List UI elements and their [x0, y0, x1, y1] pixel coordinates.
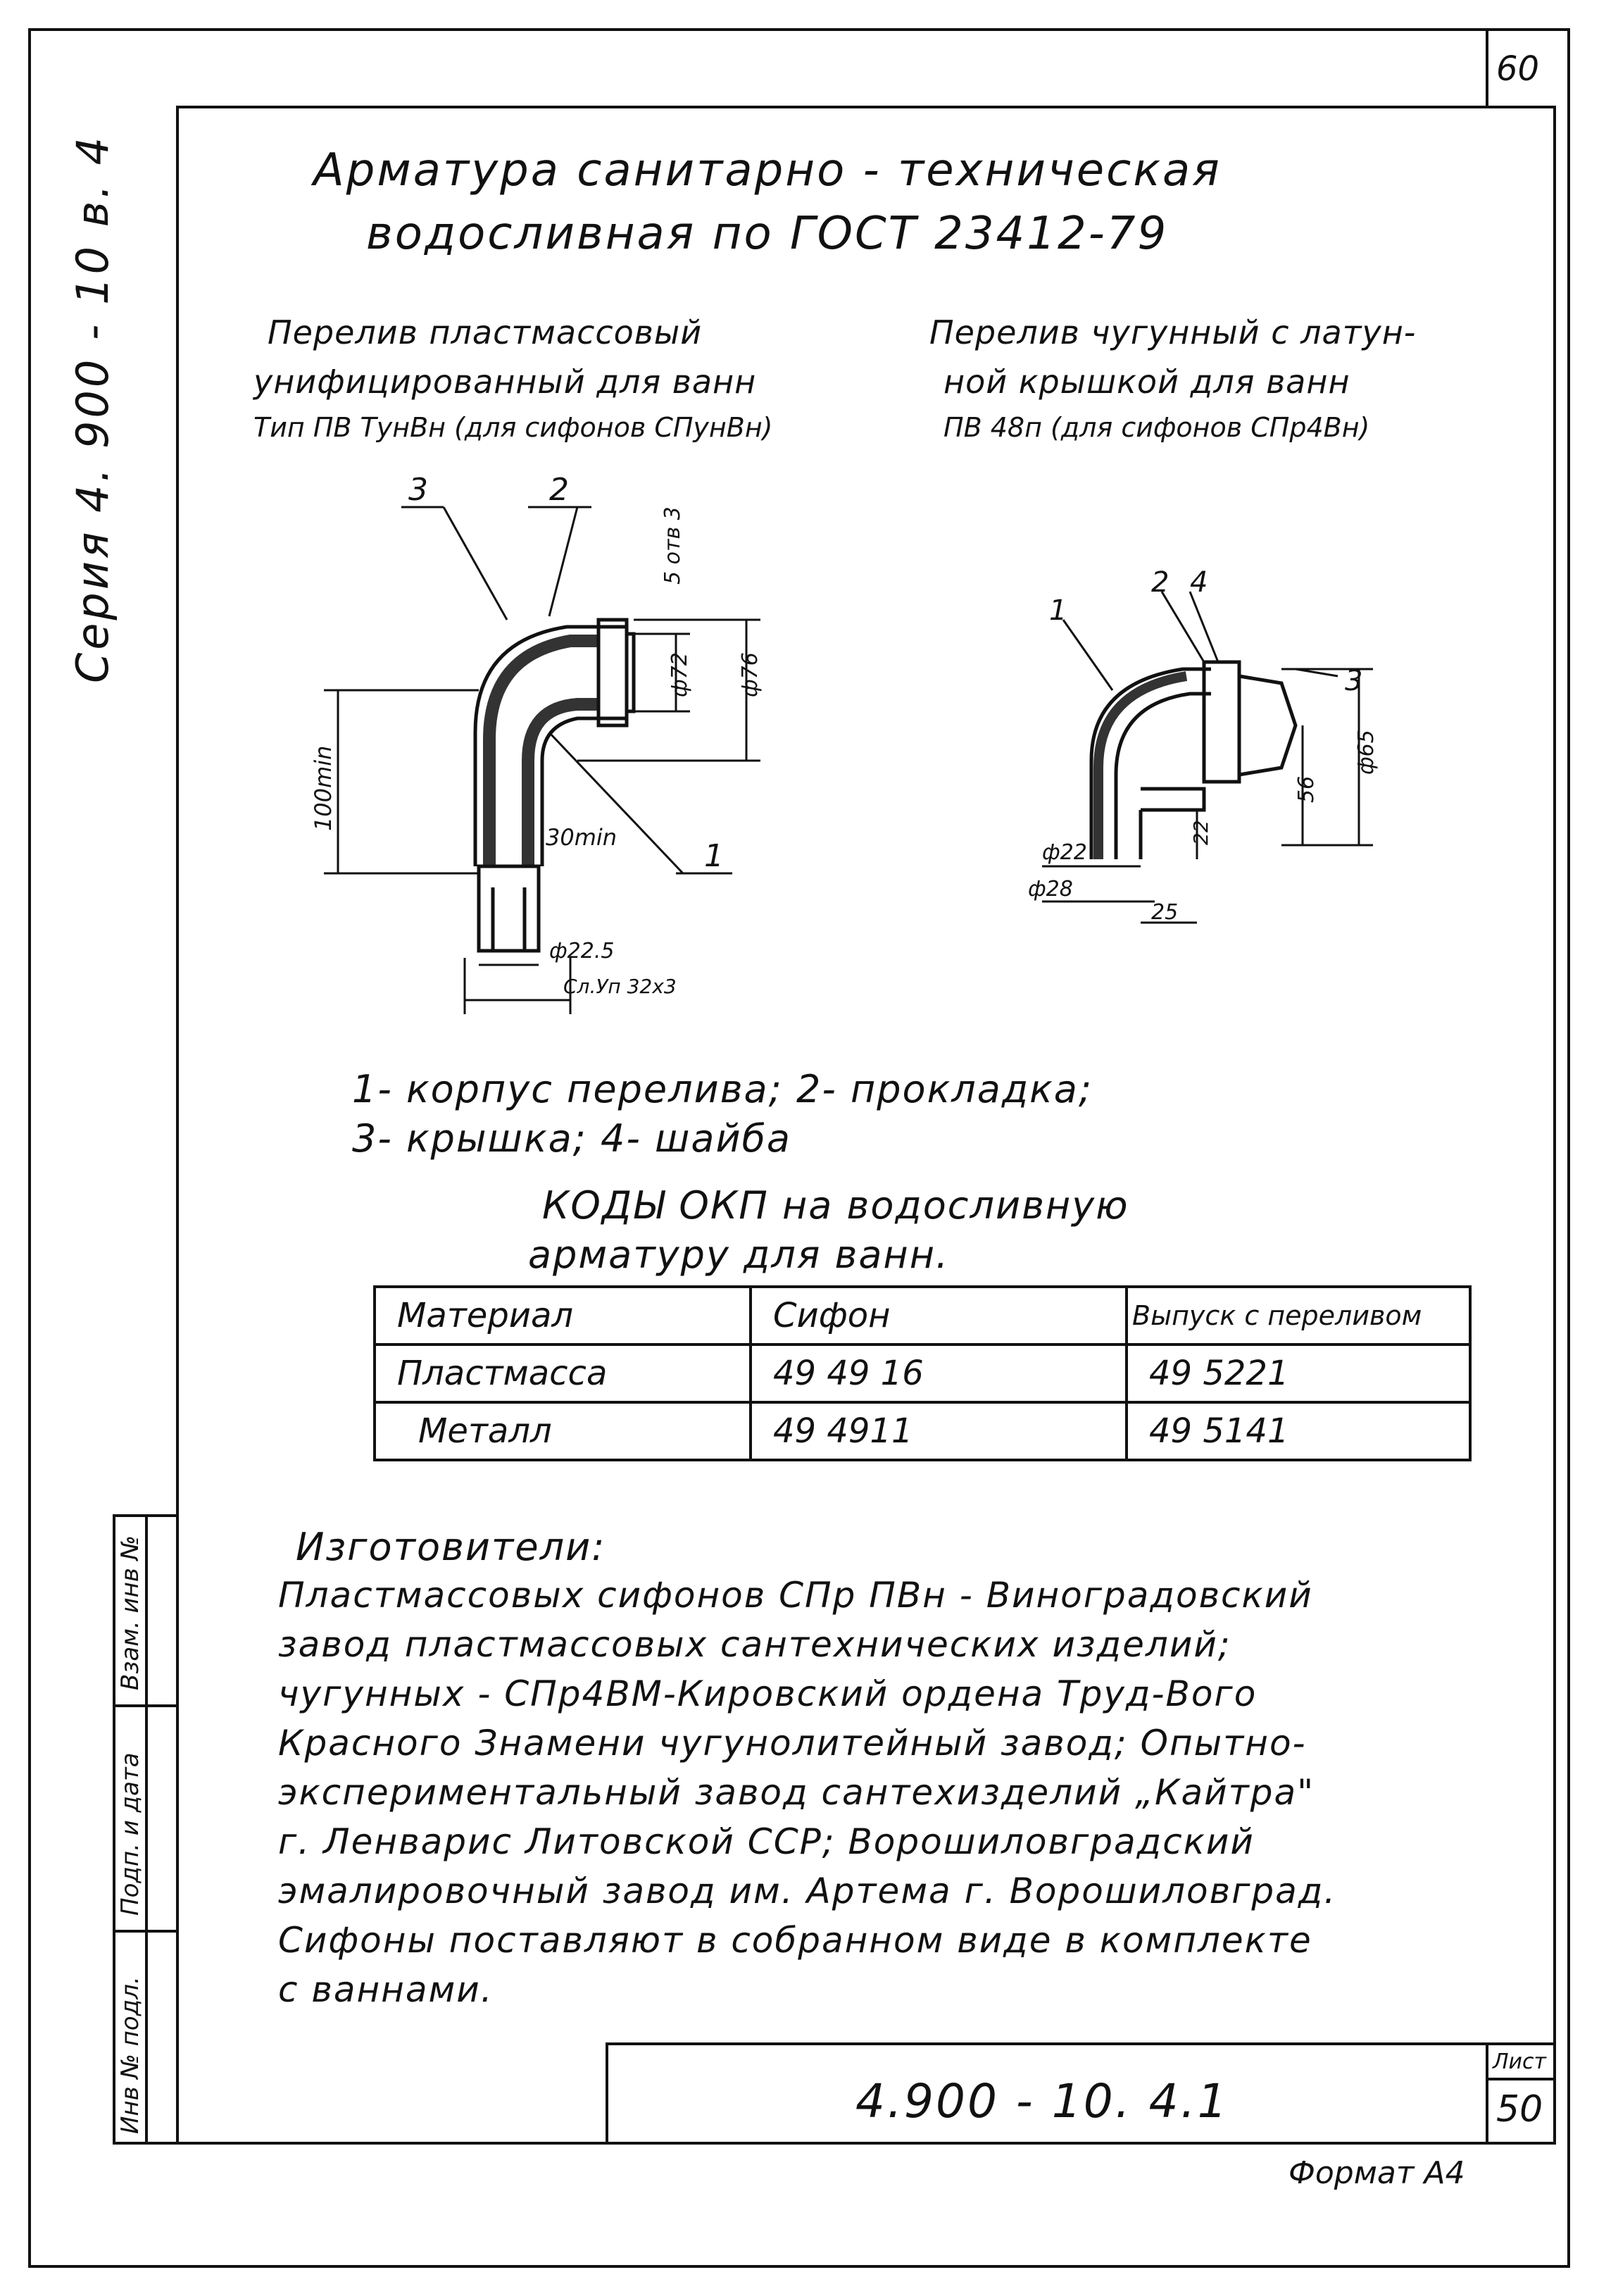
dim-25: 25 [1151, 900, 1178, 925]
right-item-line-1: Перелив чугунный с латун- [929, 313, 1417, 351]
document-code: 4.900 - 10. 4.1 [855, 2074, 1229, 2128]
right-item-line-2: ной крышкой для ванн [943, 363, 1350, 401]
dim-100min: 100min [310, 746, 337, 831]
sheet-number-divider [1486, 28, 1488, 106]
dim-d22: ф22 [1042, 840, 1087, 865]
dim-d65: ф65 [1354, 730, 1379, 775]
table-header-row: Материал Сифон Выпуск с переливом [373, 1285, 1472, 1346]
left-item-line-2: унифицированный для ванн [253, 363, 757, 401]
header-siphon: Сифон [749, 1285, 1128, 1346]
sheet-number: 60 [1496, 49, 1540, 89]
dim-holes: 5 отв 3 [660, 506, 685, 585]
manufacturers-line: Красного Знамени чугунолитейный завод; О… [278, 1723, 1307, 1764]
sheet-value: 50 [1496, 2088, 1543, 2130]
sheet-border [28, 28, 1570, 2268]
dim-d72: ф72 [667, 652, 692, 697]
legend-line-2: 3- крышка; 4- шайба [352, 1116, 792, 1161]
stamp-replacement-inv: Взам. инв № [116, 1535, 144, 1690]
dim-22: 22 [1189, 820, 1212, 845]
series-label: Серия 4. 900 - 10 в. 4 [67, 134, 118, 683]
format-label: Формат А4 [1288, 2155, 1465, 2191]
manufacturers-line: эмалировочный завод им. Артема г. Вороши… [278, 1871, 1337, 1911]
table-cell: Пластмасса [373, 1343, 752, 1404]
dim-d76: ф76 [738, 652, 763, 697]
title-block-divider [1486, 2042, 1488, 2145]
table-cell: 49 5141 [1125, 1401, 1472, 1461]
dim-30min: 30min [546, 824, 617, 851]
right-callout-3: 3 [1345, 665, 1362, 697]
table-cell: 49 49 16 [749, 1343, 1128, 1404]
right-callout-1: 1 [1049, 594, 1067, 627]
left-callout-1: 1 [704, 838, 724, 874]
manufacturers-line: с ваннами. [278, 1969, 494, 2010]
title-block-divider [1486, 2078, 1556, 2080]
header-outlet: Выпуск с переливом [1125, 1285, 1472, 1346]
right-item-line-3: ПВ 48п (для сифонов СПр4Вн) [943, 412, 1370, 443]
legend-line-1: 1- корпус перелива; 2- прокладка; [352, 1067, 1093, 1111]
manufacturers-line: г. Ленварис Литовской ССР; Ворошиловград… [278, 1821, 1255, 1862]
stamp-original-inv: Инв № подл. [116, 1976, 144, 2134]
stamp-signature-date: Подп. и дата [116, 1752, 144, 1916]
dim-d22-5: ф22.5 [549, 939, 614, 963]
right-callout-2: 2 [1151, 566, 1169, 599]
side-stamp-divider [145, 1514, 148, 2145]
manufacturers-line: экспериментальный завод сантехизделий „К… [278, 1772, 1315, 1813]
left-item-line-3: Тип ПВ ТунВн (для сифонов СПунВн) [253, 412, 773, 443]
plastic-overflow-drawing: 3 2 1 ф72 ф76 5 отв 3 100min 30min ф22.5… [310, 472, 763, 1014]
title-line-2: водосливная по ГОСТ 23412-79 [366, 208, 1169, 260]
codes-heading-line-2: арматуру для ванн. [528, 1233, 950, 1277]
table-cell: 49 4911 [749, 1401, 1128, 1461]
dim-thread: Сл.Уп 32х3 [563, 975, 677, 998]
manufacturers-line: Сифоны поставляют в собранном виде в ком… [278, 1920, 1312, 1961]
dim-d28: ф28 [1028, 877, 1073, 901]
title-line-1: Арматура санитарно - техническая [313, 144, 1222, 196]
header-material: Материал [373, 1285, 752, 1346]
codes-heading-line-1: КОДЫ ОКП на водосливную [542, 1183, 1129, 1228]
left-callout-2: 2 [549, 472, 569, 508]
okp-codes-table: Материал Сифон Выпуск с переливом Пластм… [373, 1285, 1472, 1461]
dim-56: 56 [1294, 776, 1319, 803]
drawing-frame [176, 106, 1556, 2145]
table-cell: Металл [373, 1401, 752, 1461]
left-item-line-1: Перелив пластмассовый [268, 313, 703, 351]
manufacturers-line: завод пластмассовых сантехнических издел… [278, 1624, 1231, 1665]
table-cell: 49 5221 [1125, 1343, 1472, 1404]
title-block [606, 2042, 1556, 2145]
cast-iron-overflow-drawing: 2 4 1 3 ф65 56 ф22 ф28 22 25 [1028, 566, 1379, 925]
left-callout-3: 3 [408, 472, 428, 508]
manufacturers-heading: Изготовители: [296, 1525, 606, 1569]
sheet-label: Лист [1493, 2049, 1547, 2074]
table-row: Металл 49 4911 49 5141 [373, 1401, 1472, 1461]
table-row: Пластмасса 49 49 16 49 5221 [373, 1343, 1472, 1404]
side-stamp-divider [113, 1930, 179, 1933]
manufacturers-line: чугунных - СПр4ВМ-Кировский ордена Труд-… [278, 1673, 1258, 1714]
right-callout-4: 4 [1190, 566, 1208, 599]
side-stamp-divider [113, 1704, 179, 1707]
manufacturers-line: Пластмассовых сифонов СПр ПВн - Виноград… [278, 1575, 1313, 1616]
